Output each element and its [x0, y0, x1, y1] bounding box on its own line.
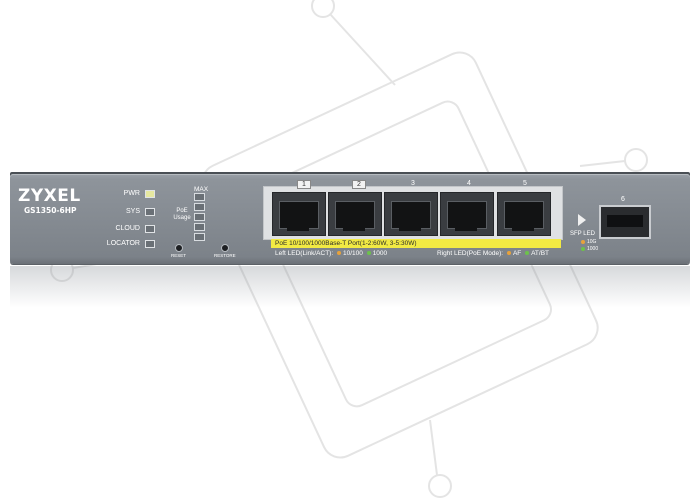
poe-usage-segment [194, 223, 205, 231]
left-led-label: Left LED(Link/ACT): [275, 250, 334, 257]
brand-logo: ZYXEL [18, 186, 81, 206]
ethernet-port-2[interactable] [328, 192, 382, 236]
led-label-sys: SYS [125, 208, 140, 215]
port-number-5: 5 [523, 180, 527, 187]
poe-max-label: MAX [194, 186, 209, 193]
port-number-2: 2 [352, 180, 366, 189]
led-label-locator: LOCATOR [106, 240, 140, 247]
green-dot-icon [366, 251, 371, 256]
poe-usage-segment [194, 193, 205, 201]
locator-led [145, 240, 155, 248]
restore-pinhole-button[interactable] [221, 244, 229, 252]
port-number-1: 1 [297, 180, 311, 189]
left-led-speed-2: 1000 [372, 250, 388, 257]
poe-usage-segment [194, 233, 205, 241]
poe-port-strip-label: PoE 10/100/1000Base-T Port(1-2:60W, 3-5:… [275, 240, 417, 247]
port-number-4: 4 [467, 180, 471, 187]
poe-usage-segment [194, 213, 205, 221]
ethernet-port-5[interactable] [497, 192, 551, 236]
left-led-legend: Left LED(Link/ACT): 10/100 1000 [275, 250, 387, 257]
green-dot-icon [581, 246, 585, 251]
right-led-label: Right LED(PoE Mode): [437, 250, 504, 257]
pwr-led [145, 190, 155, 198]
left-led-speed-1: 10/100 [342, 250, 363, 257]
cloud-led [145, 225, 155, 233]
restore-label: RESTORE [214, 253, 236, 258]
sfp-led-speed-1: 10G [579, 239, 596, 245]
right-led-mode-2: AT/BT [531, 250, 549, 257]
amber-dot-icon [506, 251, 511, 256]
reset-pinhole-button[interactable] [175, 244, 183, 252]
led-label-pwr: PWR [123, 190, 140, 197]
chassis-reflection [10, 266, 690, 308]
led-label-cloud: CLOUD [115, 225, 140, 232]
green-dot-icon [525, 251, 530, 256]
poe-usage-meter [194, 193, 205, 243]
poe-port-strip [271, 239, 561, 248]
poe-usage-segment [194, 203, 205, 211]
right-led-legend: Right LED(PoE Mode): AF AT/BT [437, 250, 549, 257]
sfp-port-number: 6 [621, 196, 625, 203]
sys-led [145, 208, 155, 216]
ethernet-port-1[interactable] [272, 192, 326, 236]
amber-dot-icon [336, 251, 341, 256]
sfp-arrow-icon [578, 214, 586, 226]
right-led-mode-1: AF [512, 250, 522, 257]
model-label: GS1350-6HP [24, 206, 77, 215]
sfp-port[interactable] [599, 205, 651, 239]
port-number-3: 3 [411, 180, 415, 187]
ethernet-port-4[interactable] [440, 192, 494, 236]
sfp-led-speed-2: 1000 [579, 246, 598, 252]
reset-label: RESET [171, 253, 187, 258]
poe-usage-label: PoE Usage [173, 208, 191, 221]
sfp-led-label: SFP LED [570, 231, 595, 237]
ethernet-port-3[interactable] [384, 192, 438, 236]
amber-dot-icon [581, 239, 585, 244]
